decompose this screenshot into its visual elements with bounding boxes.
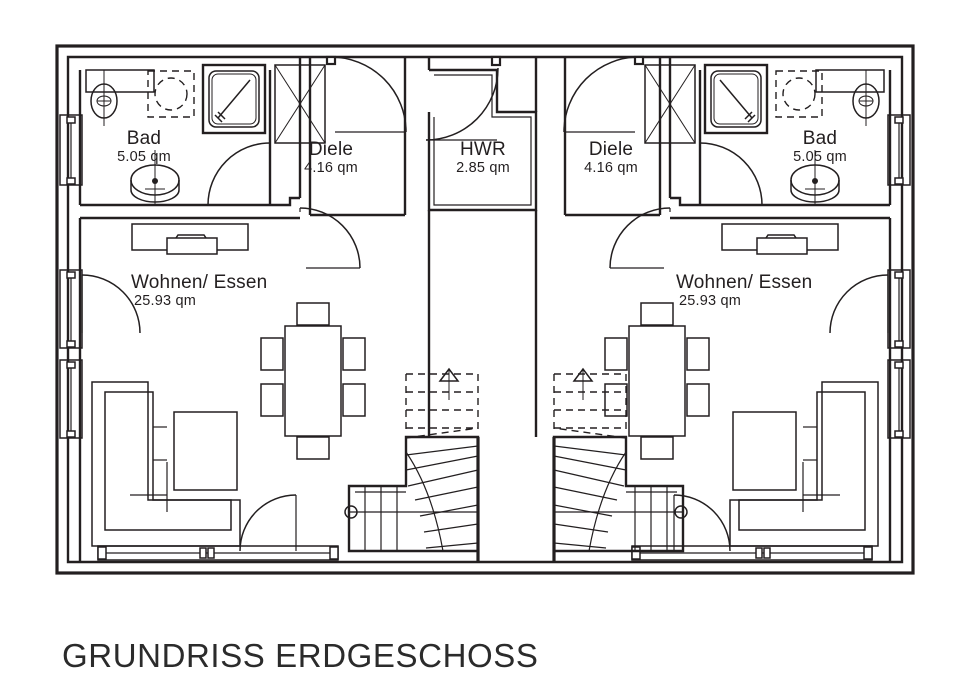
- room-area-diele-left: 4.16 qm: [304, 160, 358, 177]
- bath-basin-left: [130, 150, 180, 205]
- living-left-walls: [78, 216, 300, 562]
- left-unit: [59, 55, 407, 562]
- room-name-diele-left: Diele: [308, 139, 354, 160]
- room-area-wohnen-right: 25.93 qm: [679, 293, 742, 310]
- window-left-bottom: [97, 545, 339, 561]
- room-name-wohnen-right: Wohnen/ Essen: [676, 272, 813, 293]
- room-label-diele-right: Diele 4.16 qm: [556, 139, 666, 177]
- diele-left-partition: [298, 57, 407, 217]
- washbasin-counter-left: [85, 69, 155, 126]
- party-wall: [427, 210, 556, 562]
- sideboard-right: [721, 223, 839, 255]
- staircase-left: [344, 367, 480, 553]
- room-area-diele-right: 4.16 qm: [584, 160, 638, 177]
- window-right-bottom: [631, 545, 873, 561]
- door-bathroom-right: [699, 142, 763, 206]
- washing-machine-right: [775, 70, 823, 118]
- door-left-exterior: [81, 274, 141, 334]
- washbasin-counter-right: [815, 69, 885, 126]
- door-bathroom-left: [207, 142, 271, 206]
- diele-right-partition: [563, 57, 672, 217]
- entry-door-right: [563, 55, 645, 133]
- room-name-bad-left: Bad: [126, 128, 162, 149]
- door-living-right: [609, 207, 671, 269]
- windows-left-wall: [59, 114, 83, 439]
- hwr-room: [425, 55, 538, 212]
- bath-basin-right: [790, 150, 840, 205]
- room-label-diele-left: Diele 4.16 qm: [276, 139, 386, 177]
- room-area-bad-left: 5.05 qm: [117, 149, 171, 166]
- room-label-bad-right: Bad 5.05 qm: [772, 128, 868, 166]
- room-label-wohnen-left: Wohnen/ Essen 25.93 qm: [131, 272, 301, 310]
- room-label-wohnen-right: Wohnen/ Essen 25.93 qm: [676, 272, 846, 310]
- room-label-bad-left: Bad 5.05 qm: [96, 128, 192, 166]
- staircase-right: [552, 367, 688, 553]
- windows-right-wall: [887, 114, 911, 439]
- shower-left: [201, 63, 267, 135]
- door-right-bottom: [673, 494, 731, 552]
- entry-door-left: [325, 55, 407, 133]
- sofa-left: [91, 381, 241, 547]
- door-left-bottom: [239, 494, 297, 552]
- sofa-right: [729, 381, 879, 547]
- washing-machine-left: [147, 70, 195, 118]
- room-area-wohnen-left: 25.93 qm: [134, 293, 197, 310]
- room-name-bad-right: Bad: [802, 128, 838, 149]
- door-right-exterior: [829, 274, 889, 334]
- dining-table-left: [260, 302, 366, 460]
- room-name-diele-right: Diele: [588, 139, 634, 160]
- room-name-hwr: HWR: [460, 139, 506, 160]
- room-area-bad-right: 5.05 qm: [793, 149, 847, 166]
- dining-table-right: [604, 302, 710, 460]
- room-name-wohnen-left: Wohnen/ Essen: [131, 272, 268, 293]
- outer-walls: [55, 44, 915, 575]
- sideboard-left: [131, 223, 249, 255]
- room-area-hwr: 2.85 qm: [456, 160, 510, 177]
- right-unit: [563, 55, 911, 562]
- living-right-walls: [670, 216, 892, 562]
- room-label-hwr: HWR 2.85 qm: [428, 139, 538, 177]
- shower-right: [703, 63, 769, 135]
- door-living-left: [299, 207, 361, 269]
- plan-title-caption: GRUNDRISS ERDGESCHOSS: [62, 637, 539, 674]
